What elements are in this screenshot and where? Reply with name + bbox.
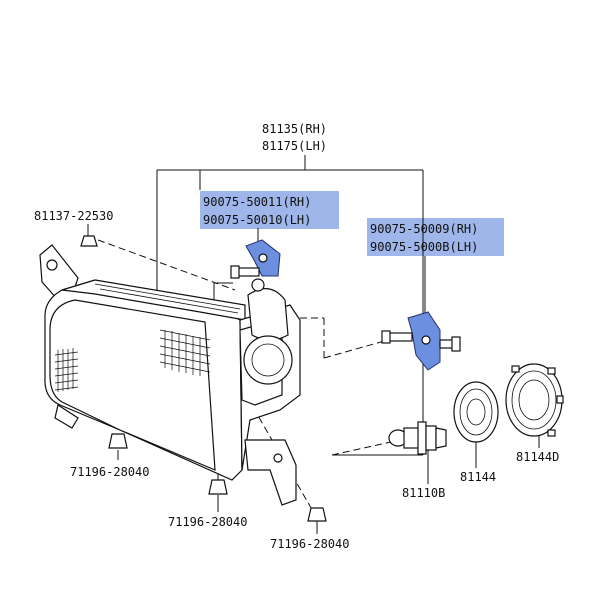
bulb-part xyxy=(388,421,447,455)
label-nut-right: 71196-28040 xyxy=(270,537,349,551)
label-clip-top: 81137-22530 xyxy=(34,209,113,223)
label-nut-left: 71196-28040 xyxy=(70,465,149,479)
label-screw-side-rh: 90075-50009(RH) xyxy=(370,222,478,236)
label-dust-cap: 81144D xyxy=(516,450,559,464)
label-screw-top-rh: 90075-50011(RH) xyxy=(203,195,311,209)
label-bulb: 81110B xyxy=(402,486,445,500)
fasteners xyxy=(80,235,327,522)
headlamp-housing xyxy=(39,244,301,506)
label-socket-cover: 81144 xyxy=(460,470,496,484)
label-headlamp-rh: 81135(RH) xyxy=(262,122,327,136)
highlight-side-screws xyxy=(367,218,504,256)
label-screw-side-lh: 90075-5000B(LH) xyxy=(370,240,478,254)
highlight-top-screws xyxy=(200,191,339,229)
label-headlamp-lh: 81175(LH) xyxy=(262,139,327,153)
label-nut-bottom: 71196-28040 xyxy=(168,515,247,529)
socket-cover-part xyxy=(453,381,499,443)
top-adjuster-screw xyxy=(230,239,281,292)
label-screw-top-lh: 90075-50010(LH) xyxy=(203,213,311,227)
leader-lines xyxy=(87,155,540,534)
side-adjuster-screw xyxy=(381,311,461,371)
dust-cap-part xyxy=(505,363,564,437)
